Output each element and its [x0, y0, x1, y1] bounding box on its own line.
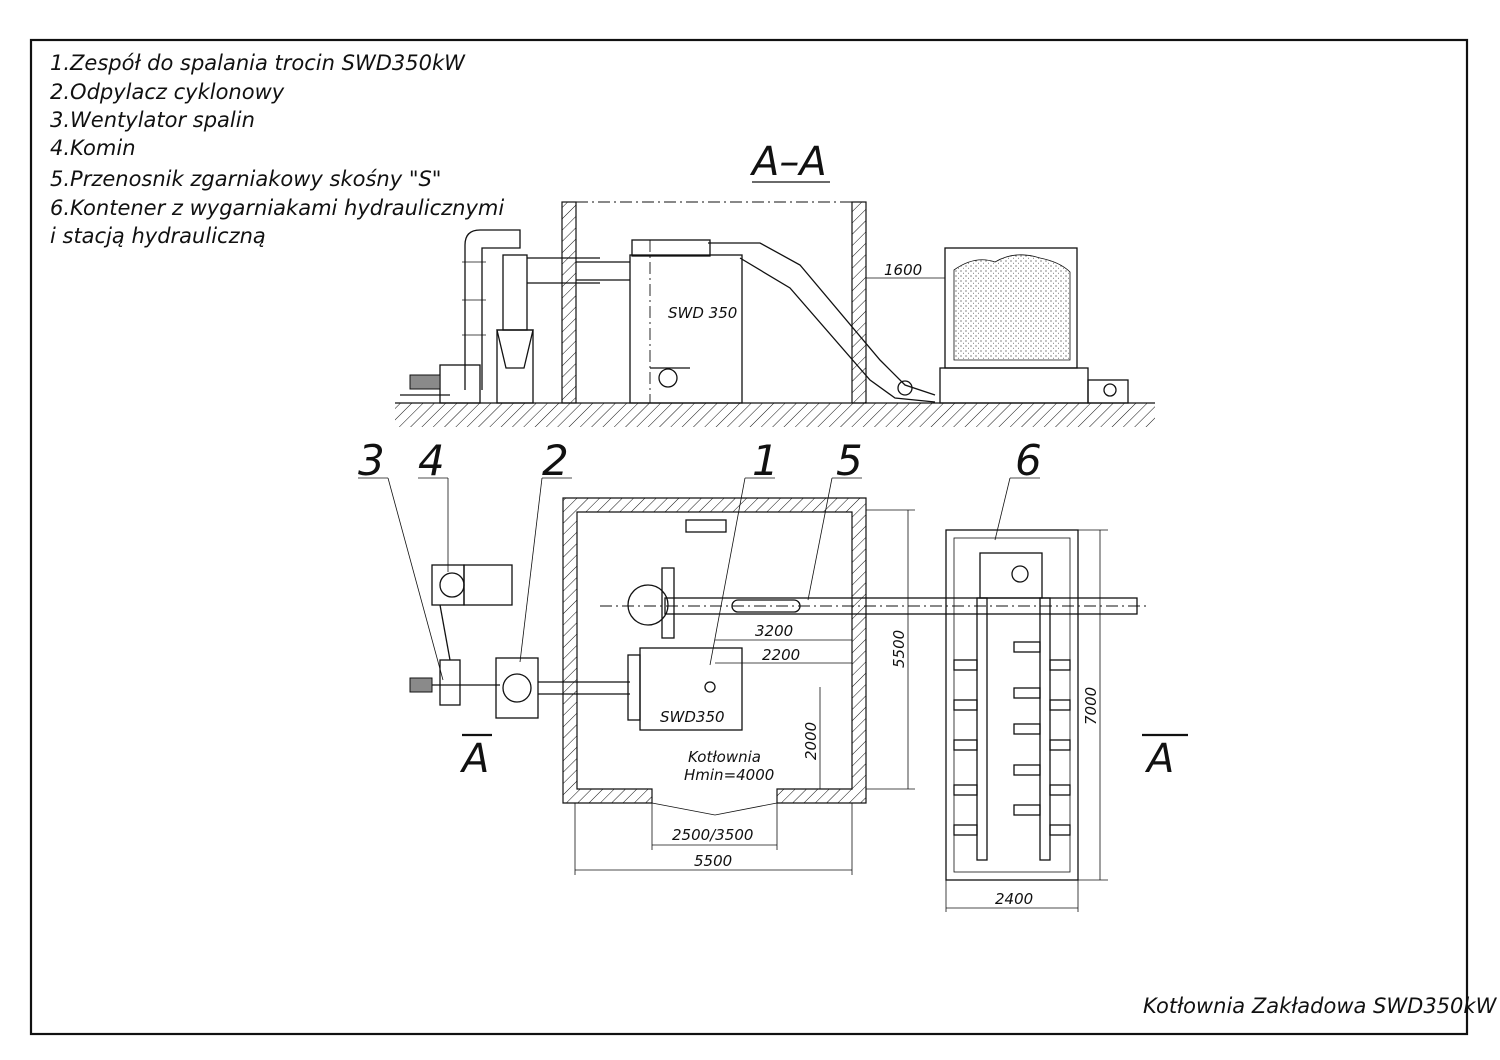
feeder-wheel-icon [658, 368, 678, 388]
pusher-rod-right [1039, 597, 1051, 861]
section-wall-left [561, 201, 577, 404]
dim-1600: 1600 [884, 261, 922, 279]
pusher-rod-left [976, 597, 988, 861]
dim-5500-horizontal: 5500 [694, 852, 732, 870]
section-wall-right [851, 201, 867, 404]
dim-2500-3500: 2500/3500 [672, 826, 753, 844]
legend-item-6-cont: i stacją hydrauliczną [50, 224, 266, 248]
callout-2: 2 [542, 436, 569, 485]
callouts: 3 4 2 1 5 6 [358, 436, 1042, 681]
legend-item-1: 1.Zespół do spalania trocin SWD350kW [50, 51, 466, 75]
legend-item-3: 3.Wentylator spalin [50, 108, 255, 132]
door-symbol [685, 519, 727, 533]
room-label: Kotłownia [688, 748, 761, 766]
boiler-center-icon [704, 681, 716, 693]
fan-frame-plan [463, 564, 513, 606]
ground-hatch [395, 403, 1155, 427]
drawing-frame [29, 38, 1469, 1036]
boiler-side-top [631, 239, 711, 257]
legend-item-2: 2.Odpylacz cyklonowy [50, 80, 285, 104]
cyclone-stand [496, 329, 534, 404]
dim-2400: 2400 [995, 890, 1033, 908]
callout-6: 6 [1015, 436, 1042, 485]
callout-1: 1 [752, 436, 779, 485]
pusher-blades [953, 641, 1071, 836]
fan-motor [409, 374, 441, 390]
section-title: A–A [749, 139, 827, 185]
callout-4: 4 [418, 436, 445, 485]
dim-7000: 7000 [1082, 687, 1100, 725]
fan-motor-plan [409, 677, 433, 693]
boiler-side-label: SWD 350 [668, 304, 737, 322]
container-base [939, 367, 1089, 404]
chimney-pipe [464, 229, 521, 390]
hydraulic-station [1087, 379, 1129, 404]
section-marker-left: A [459, 736, 489, 782]
boiler-side-body [629, 254, 743, 404]
callout-3: 3 [358, 436, 385, 485]
conveyor-drive-icon [897, 380, 913, 396]
dim-5500-vertical: 5500 [890, 630, 908, 668]
plan-view: SWD350 Kotłownia Hmin=4000 3200 2200 200… [409, 497, 1188, 912]
callout-5: 5 [836, 436, 863, 485]
title-block: Kotłownia Zakładowa SWD350kW [1143, 994, 1498, 1018]
room-height: Hmin=4000 [684, 766, 774, 784]
legend-item-6: 6.Kontener z wygarniakami hydraulicznymi [50, 196, 504, 220]
boiler-plan-label: SWD350 [660, 708, 725, 726]
cyclone-body [502, 254, 528, 331]
fan-base [439, 364, 481, 404]
sawdust-fill [953, 254, 1071, 361]
conveyor-incline [708, 242, 936, 396]
legend-item-4: 4.Komin [50, 136, 136, 160]
conveyor-feed-icon [627, 584, 669, 626]
dim-3200: 3200 [755, 622, 793, 640]
dim-2200: 2200 [762, 646, 800, 664]
legend-item-5: 5.Przenosnik zgarniakowy skośny "S" [50, 167, 441, 191]
hydraulic-station-plan [979, 552, 1043, 599]
parts-legend: 1.Zespół do spalania trocin SWD350kW 2.O… [50, 51, 504, 248]
conveyor-support [661, 567, 675, 639]
cyclone-plan [495, 657, 539, 719]
section-view: SWD 350 1600 [395, 201, 1155, 427]
container-plan-outer [945, 529, 1079, 881]
cyclone-hopper [496, 329, 534, 369]
section-marker-right: A [1144, 736, 1174, 782]
dim-2000: 2000 [802, 722, 820, 760]
